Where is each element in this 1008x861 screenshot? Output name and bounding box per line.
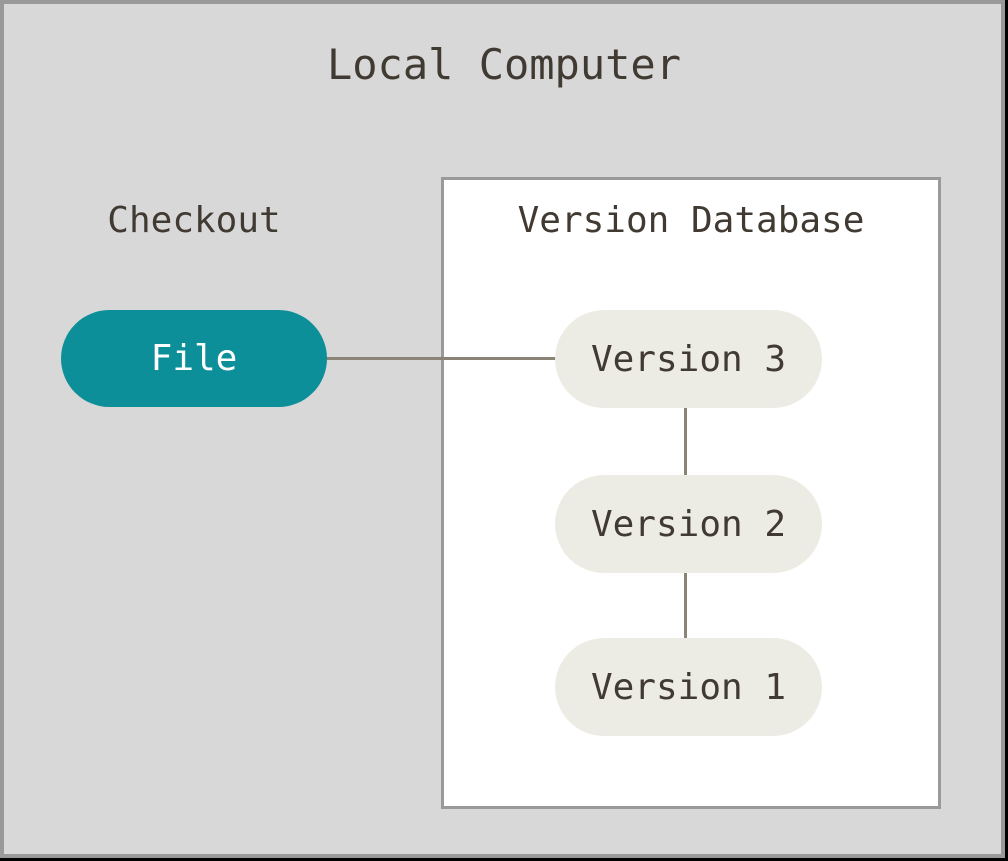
connector-version2-to-version1 bbox=[684, 572, 687, 639]
version-node-1: Version 1 bbox=[555, 638, 822, 736]
page-title: Local Computer bbox=[0, 44, 1008, 86]
version-node-2: Version 2 bbox=[555, 475, 822, 573]
connector-file-to-version3 bbox=[326, 357, 556, 360]
checkout-label: Checkout bbox=[94, 203, 294, 239]
file-node: File bbox=[61, 310, 327, 407]
connector-version3-to-version2 bbox=[684, 406, 687, 476]
version-database-title: Version Database bbox=[441, 203, 941, 239]
version-node-3: Version 3 bbox=[555, 310, 822, 408]
